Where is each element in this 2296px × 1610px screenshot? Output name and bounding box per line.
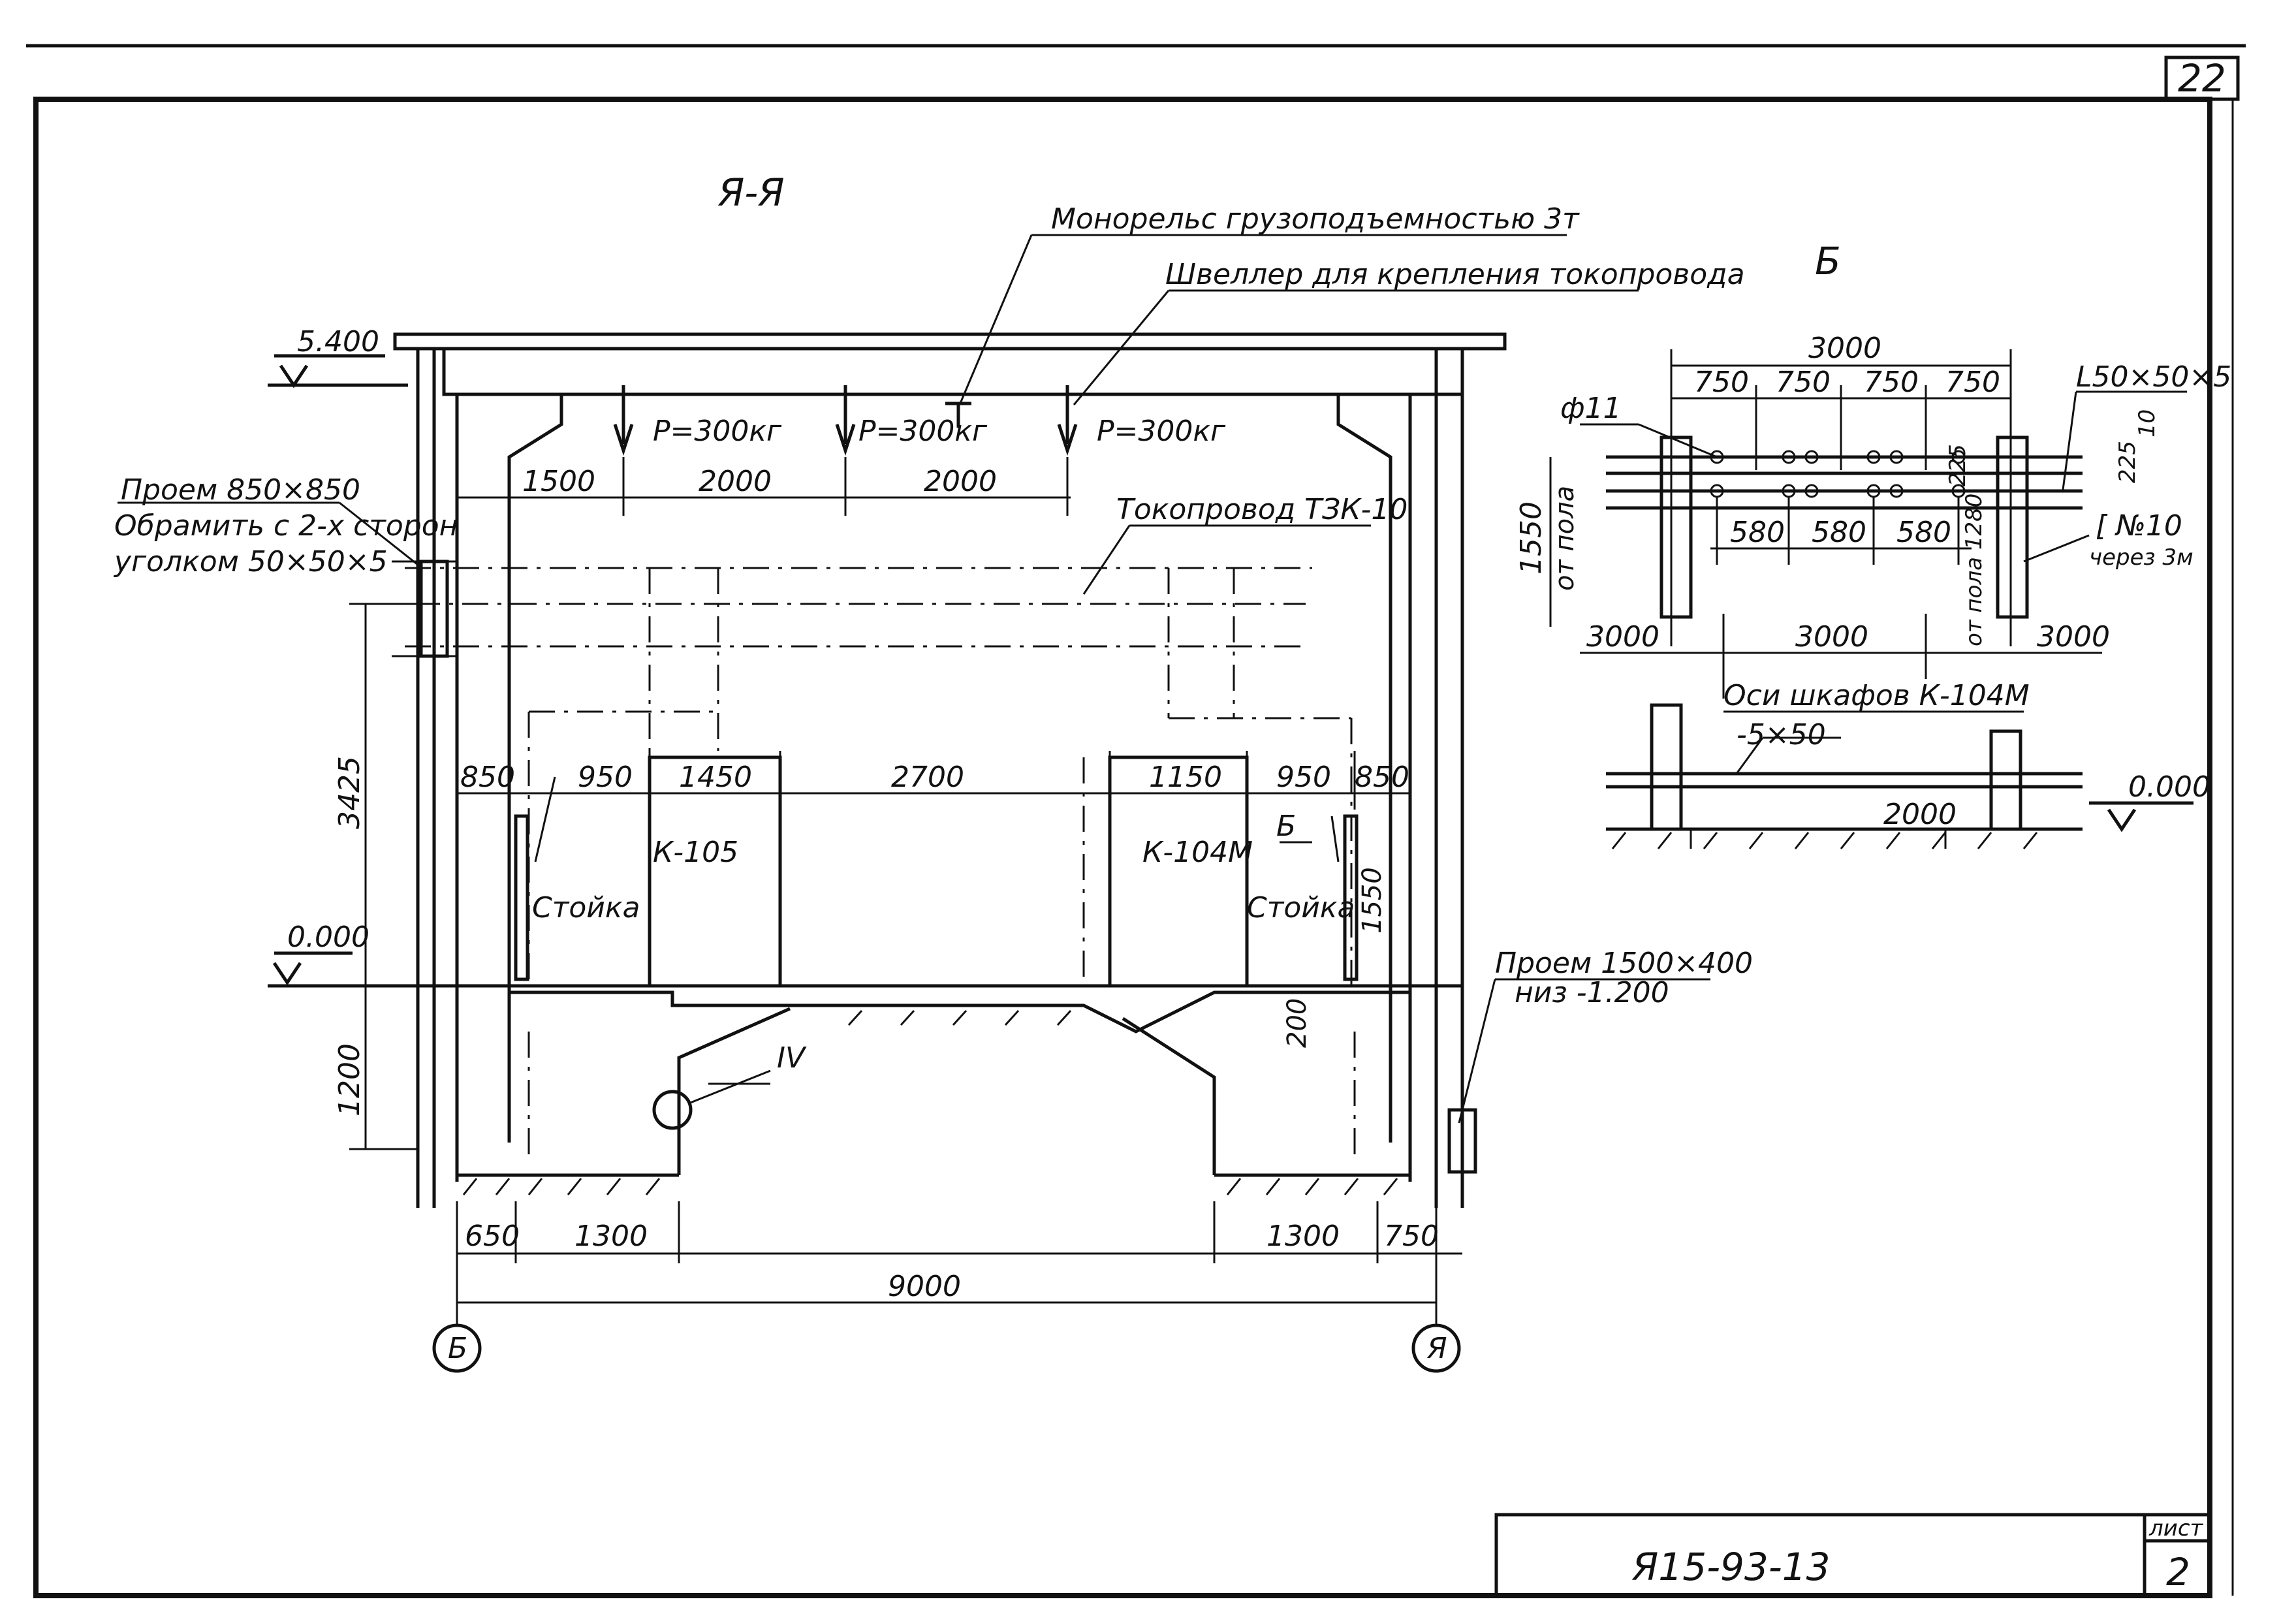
vb-dim-580-1: 580 (1730, 516, 1785, 549)
vb-dim-750-3: 750 (1864, 366, 1919, 399)
cable-trench (457, 990, 1410, 1177)
vb-dim-3000-left: 3000 (1586, 620, 1659, 654)
dim-200-vertical: 200 (1282, 998, 1312, 1048)
dim-750: 750 (1384, 1220, 1439, 1253)
dim-850-left: 850 (460, 761, 515, 794)
load-label-1: P=300кг (653, 415, 782, 448)
vb-dim-225-a: 225 (1945, 444, 1971, 486)
dim-650: 650 (465, 1220, 520, 1253)
dim-3425: 3425 (333, 756, 366, 829)
rack-left-label: Стойка (532, 891, 640, 924)
monorail-label: Монорельс грузоподъемностью 3т (1051, 202, 1580, 236)
ground-hatch-left (462, 1009, 1398, 1195)
dimension-chain-bottom (456, 1201, 1462, 1306)
load-label-2: P=300кг (858, 415, 988, 448)
elevation-floor-label: 0.000 (287, 921, 370, 954)
load-label-3: P=300кг (1097, 415, 1226, 448)
vb-dim-10: 10 (2134, 409, 2160, 437)
vb-from-floor-1280: от пола 1280 (1961, 494, 1987, 646)
opening-left-label-2: Обрамить с 2-х сторон (114, 509, 458, 543)
dim-2700: 2700 (891, 761, 964, 794)
opening-right (1447, 978, 1710, 1174)
opening-left-label-1: Проем 850×850 (121, 473, 360, 507)
busway-label: Токопровод ТЗК-10 (1116, 493, 1407, 526)
dim-1150: 1150 (1149, 761, 1222, 794)
vb-dim-750-4: 750 (1945, 366, 2000, 399)
leader-lines-top (958, 234, 1639, 405)
dimension-chain-loads (457, 457, 1071, 516)
dim-1300-right: 1300 (1266, 1220, 1340, 1253)
dim-1450: 1450 (679, 761, 752, 794)
vb-axes-label: Оси шкафов К-104М (1723, 679, 2030, 712)
dim-850-right: 850 (1355, 761, 1409, 794)
opening-right-label-1: Проем 1500×400 (1495, 947, 1753, 980)
rack-right (1280, 814, 1359, 981)
dim-1550-vertical: 1550 (1357, 867, 1387, 934)
vb-dim-580-3: 580 (1896, 516, 1951, 549)
vb-from-floor: от пола (1550, 486, 1580, 591)
view-b-title: Б (1815, 239, 1841, 283)
sheet-number: 2 (2166, 1550, 2190, 1594)
load-arrows (613, 385, 1078, 456)
view-b-elevation (1606, 703, 2194, 849)
channel-label: Швеллер для крепления токопровода (1165, 258, 1745, 291)
sheet-corner-number: 22 (2178, 56, 2226, 101)
view-b-marker: Б (1276, 810, 1296, 843)
dim-1200-vertical: 1200 (333, 1043, 366, 1116)
vb-dim-3000-center: 3000 (1795, 620, 1868, 654)
section-title: Я-Я (717, 170, 785, 215)
dim-1500: 1500 (522, 465, 595, 498)
cabinet-left-label: К-105 (653, 836, 738, 869)
opening-right-label-2: низ -1.200 (1515, 976, 1669, 1009)
sheet-frame (26, 44, 2246, 1598)
cabinet-right (1082, 568, 1353, 988)
cabinet-right-label: К-104М (1142, 836, 1253, 869)
rack-right-label: Стойка (1247, 891, 1355, 924)
vb-dim-750-2: 750 (1776, 366, 1831, 399)
vb-phi-label: ф11 (1560, 392, 1622, 425)
axis-right-label: Я (1426, 1332, 1447, 1365)
vb-strip-label: -5×50 (1737, 718, 1826, 751)
dim-2000-a: 2000 (699, 465, 772, 498)
rack-left (514, 776, 556, 981)
vb-dim-3000-top: 3000 (1808, 332, 1881, 365)
document-code: Я15-93-13 (1631, 1545, 1831, 1589)
axis-left-label: Б (448, 1332, 467, 1365)
vb-dim-2000: 2000 (1883, 798, 1957, 831)
node-iv-label: IV (777, 1041, 807, 1075)
node-iv-callout (652, 1069, 771, 1130)
busway-lines (366, 524, 1371, 648)
dim-2000-b: 2000 (924, 465, 997, 498)
elevation-marker-top (268, 354, 408, 388)
dim-950-right: 950 (1276, 761, 1331, 794)
axis-markers (432, 1306, 1461, 1373)
opening-left-label-3: уголком 50×50×5 (113, 545, 388, 578)
roof-structure (393, 332, 1507, 1208)
dim-1300-left: 1300 (574, 1220, 648, 1253)
vb-dim-3000-right: 3000 (2037, 620, 2110, 654)
elevation-marker-floor (268, 951, 1462, 988)
vb-channel-label: [ №10 (2096, 509, 2182, 543)
vb-elevation-label: 0.000 (2128, 770, 2210, 804)
sheet-label: лист (2148, 1515, 2204, 1541)
opening-left (118, 501, 457, 658)
dim-9000: 9000 (888, 1270, 961, 1303)
vb-dim-225-b: 225 (2115, 441, 2141, 483)
dim-950-left: 950 (578, 761, 633, 794)
vb-dim-580-2: 580 (1812, 516, 1866, 549)
elevation-top-label: 5.400 (297, 325, 379, 358)
vb-dim-750-1: 750 (1694, 366, 1749, 399)
vb-dim-1550: 1550 (1515, 501, 1548, 575)
vb-through-label: через 3м (2089, 545, 2194, 571)
vb-angle-label: L50×50×5 (2076, 360, 2231, 394)
view-b-plan (1549, 349, 2187, 713)
